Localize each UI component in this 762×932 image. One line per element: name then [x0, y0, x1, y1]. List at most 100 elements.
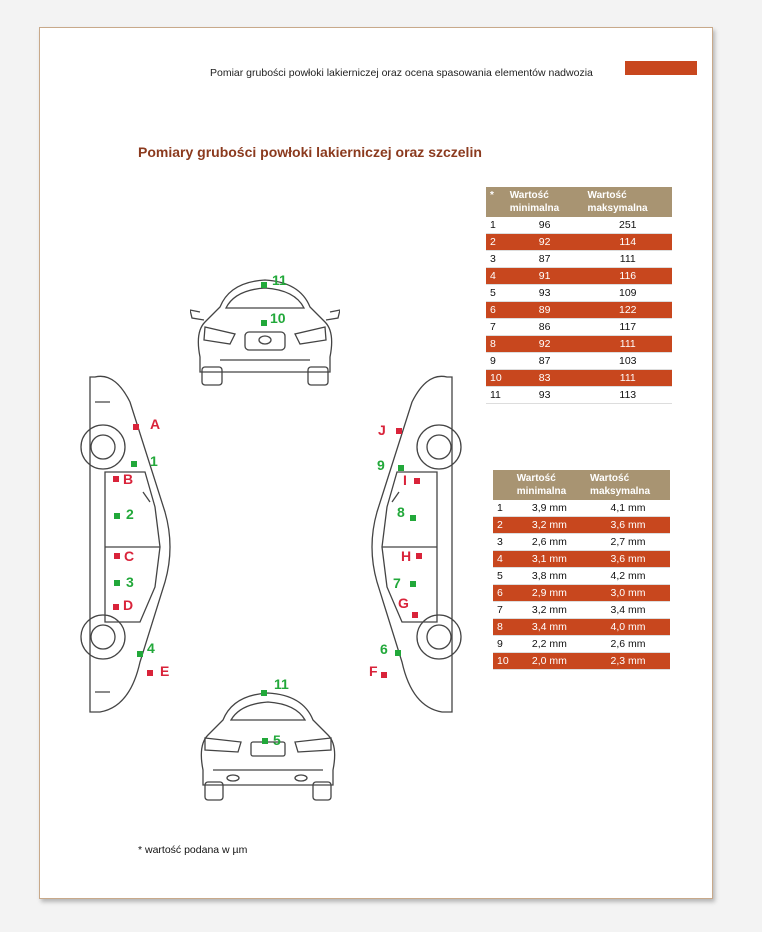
table-cell: 4,1 mm — [586, 500, 670, 517]
table-cell: 3,6 mm — [586, 550, 670, 568]
table2-header-1: Wartość minimalna — [512, 470, 587, 500]
table-cell: 103 — [583, 352, 672, 370]
label-green-9: 9 — [377, 457, 385, 473]
marker-green-9 — [398, 465, 404, 471]
label-red-D: D — [123, 597, 134, 613]
table-cell: 8 — [493, 618, 513, 636]
table-cell: 91 — [505, 267, 584, 285]
marker-green-4 — [137, 651, 143, 657]
table-cell: 89 — [505, 301, 584, 319]
table-cell: 1 — [493, 500, 513, 517]
marker-red-J — [396, 428, 402, 434]
table-cell: 2,6 mm — [586, 635, 670, 653]
table-cell: 2 — [486, 233, 506, 251]
table-cell: 96 — [505, 217, 584, 234]
label-green-8: 8 — [397, 504, 405, 520]
table-cell: 3,2 mm — [512, 601, 587, 619]
marker-red-D — [113, 604, 119, 610]
table-cell: 2,3 mm — [586, 652, 670, 670]
label-red-E: E — [160, 663, 170, 679]
table-cell: 6 — [493, 584, 513, 602]
table-cell: 2,0 mm — [512, 652, 587, 670]
car-left-side-view — [80, 375, 171, 713]
table-cell: 11 — [486, 386, 506, 404]
label-red-I: I — [403, 472, 407, 488]
label-green-2: 2 — [126, 506, 134, 522]
table-cell: 122 — [583, 301, 672, 319]
document-page — [39, 27, 713, 899]
marker-green-11-front — [261, 282, 267, 288]
table-cell: 113 — [583, 386, 672, 404]
label-green-3: 3 — [126, 574, 134, 590]
label-red-C: C — [124, 548, 135, 564]
car-rear-view — [200, 692, 336, 801]
table-cell: 9 — [486, 352, 506, 370]
table-cell: 93 — [505, 284, 584, 302]
label-red-G: G — [398, 595, 409, 611]
marker-green-2 — [114, 513, 120, 519]
table-cell: 3,1 mm — [512, 550, 587, 568]
label-red-H: H — [401, 548, 412, 564]
marker-green-10 — [261, 320, 267, 326]
table-cell: 114 — [583, 233, 672, 251]
table2-header-2: Wartość maksymalna — [586, 470, 670, 500]
label-green-11-front: 11 — [272, 272, 287, 288]
marker-red-H — [416, 553, 422, 559]
table1-header-0: * — [486, 187, 506, 217]
table-cell: 251 — [583, 217, 672, 234]
header-text: Pomiar grubości powłoki lakierniczej ora… — [210, 67, 593, 79]
table1-header-1: Wartość minimalna — [505, 187, 584, 217]
table-cell: 2,2 mm — [512, 635, 587, 653]
table-cell: 117 — [583, 318, 672, 336]
table-cell: 111 — [583, 335, 672, 353]
table2-header-0 — [493, 470, 513, 500]
table-cell: 3,2 mm — [512, 516, 587, 534]
table1-header-2: Wartość maksymalna — [583, 187, 672, 217]
table-cell: 2,7 mm — [586, 533, 670, 551]
label-green-4: 4 — [147, 640, 155, 656]
table-cell: 4,0 mm — [586, 618, 670, 636]
marker-green-3 — [114, 580, 120, 586]
table-cell: 3,0 mm — [586, 584, 670, 602]
table-cell: 2,9 mm — [512, 584, 587, 602]
table-cell: 116 — [583, 267, 672, 285]
table-cell: 83 — [505, 369, 584, 387]
table-cell: 3,4 mm — [512, 618, 587, 636]
table-cell: 111 — [583, 250, 672, 268]
table-cell: 6 — [486, 301, 506, 319]
table-cell: 9 — [493, 635, 513, 653]
table-cell: 4 — [493, 550, 513, 568]
table-cell: 4,2 mm — [586, 567, 670, 585]
table-cell: 3,4 mm — [586, 601, 670, 619]
table-cell: 86 — [505, 318, 584, 336]
table-cell: 1 — [486, 217, 506, 234]
marker-red-E — [147, 670, 153, 676]
label-green-11-rear: 11 — [274, 676, 289, 692]
table-cell: 92 — [505, 233, 584, 251]
marker-green-5 — [262, 738, 268, 744]
table-cell: 3,6 mm — [586, 516, 670, 534]
label-green-7: 7 — [393, 575, 401, 591]
table-cell: 7 — [486, 318, 506, 336]
table-cell: 87 — [505, 250, 584, 268]
table-cell: 3,9 mm — [512, 500, 587, 517]
label-green-6: 6 — [380, 641, 388, 657]
marker-red-G — [412, 612, 418, 618]
table-cell: 3 — [493, 533, 513, 551]
